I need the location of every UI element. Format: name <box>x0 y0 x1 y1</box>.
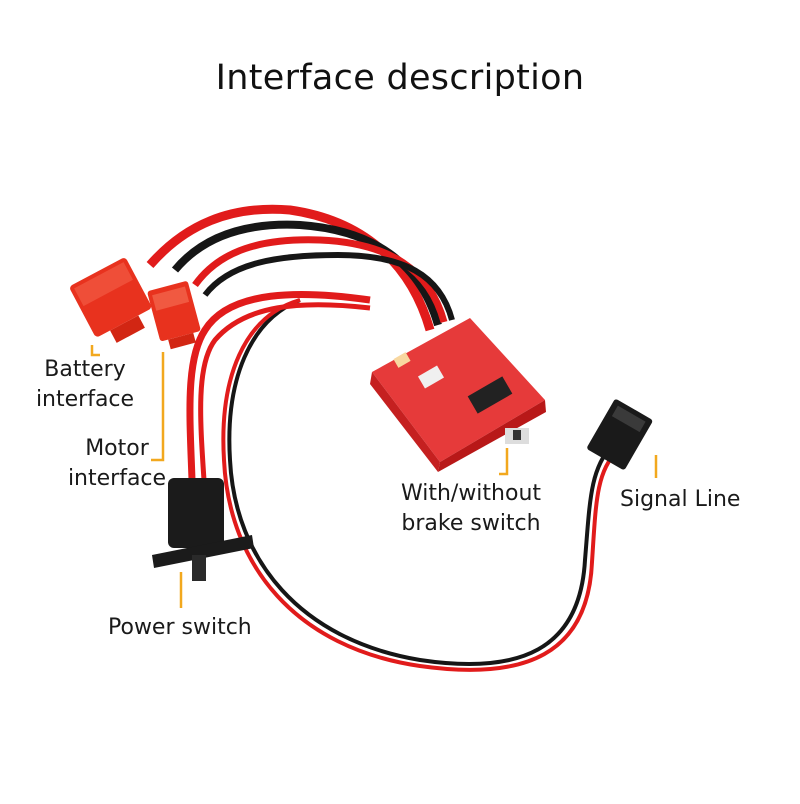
power-switch-label: Power switch <box>108 615 252 640</box>
signal-wire-black <box>227 298 614 667</box>
battery-label-line-1: Battery <box>44 357 126 382</box>
battery-wire-black <box>171 220 442 327</box>
esc-board <box>370 318 546 472</box>
leader-battery <box>90 345 100 357</box>
brake-label-line-1: With/without <box>400 481 542 506</box>
battery-connector <box>70 258 152 343</box>
signal-connector <box>587 399 653 470</box>
power-wire-red-2 <box>198 302 371 481</box>
signal-wire-red <box>221 298 620 672</box>
battery-interface-label: Battery interface <box>30 355 140 415</box>
brake-switch-label: With/without brake switch <box>386 479 556 539</box>
motor-wire-red <box>192 236 448 323</box>
motor-connector <box>147 281 201 350</box>
battery-label-line-2: interface <box>35 387 135 412</box>
motor-wire-black <box>202 251 455 321</box>
leader-lines <box>90 345 658 608</box>
page-title: Interface description <box>215 58 585 98</box>
battery-wire-red <box>146 204 435 332</box>
brake-label-line-2: brake switch <box>401 511 541 536</box>
leader-motor <box>151 352 165 462</box>
power-wire-red <box>186 290 371 481</box>
power-switch <box>152 478 254 581</box>
motor-label-line-1: Motor <box>85 436 149 461</box>
leader-brake <box>499 448 509 476</box>
signal-line-label: Signal Line <box>620 487 741 512</box>
motor-interface-label: Motor interface <box>62 434 172 494</box>
motor-label-line-2: interface <box>67 466 167 491</box>
